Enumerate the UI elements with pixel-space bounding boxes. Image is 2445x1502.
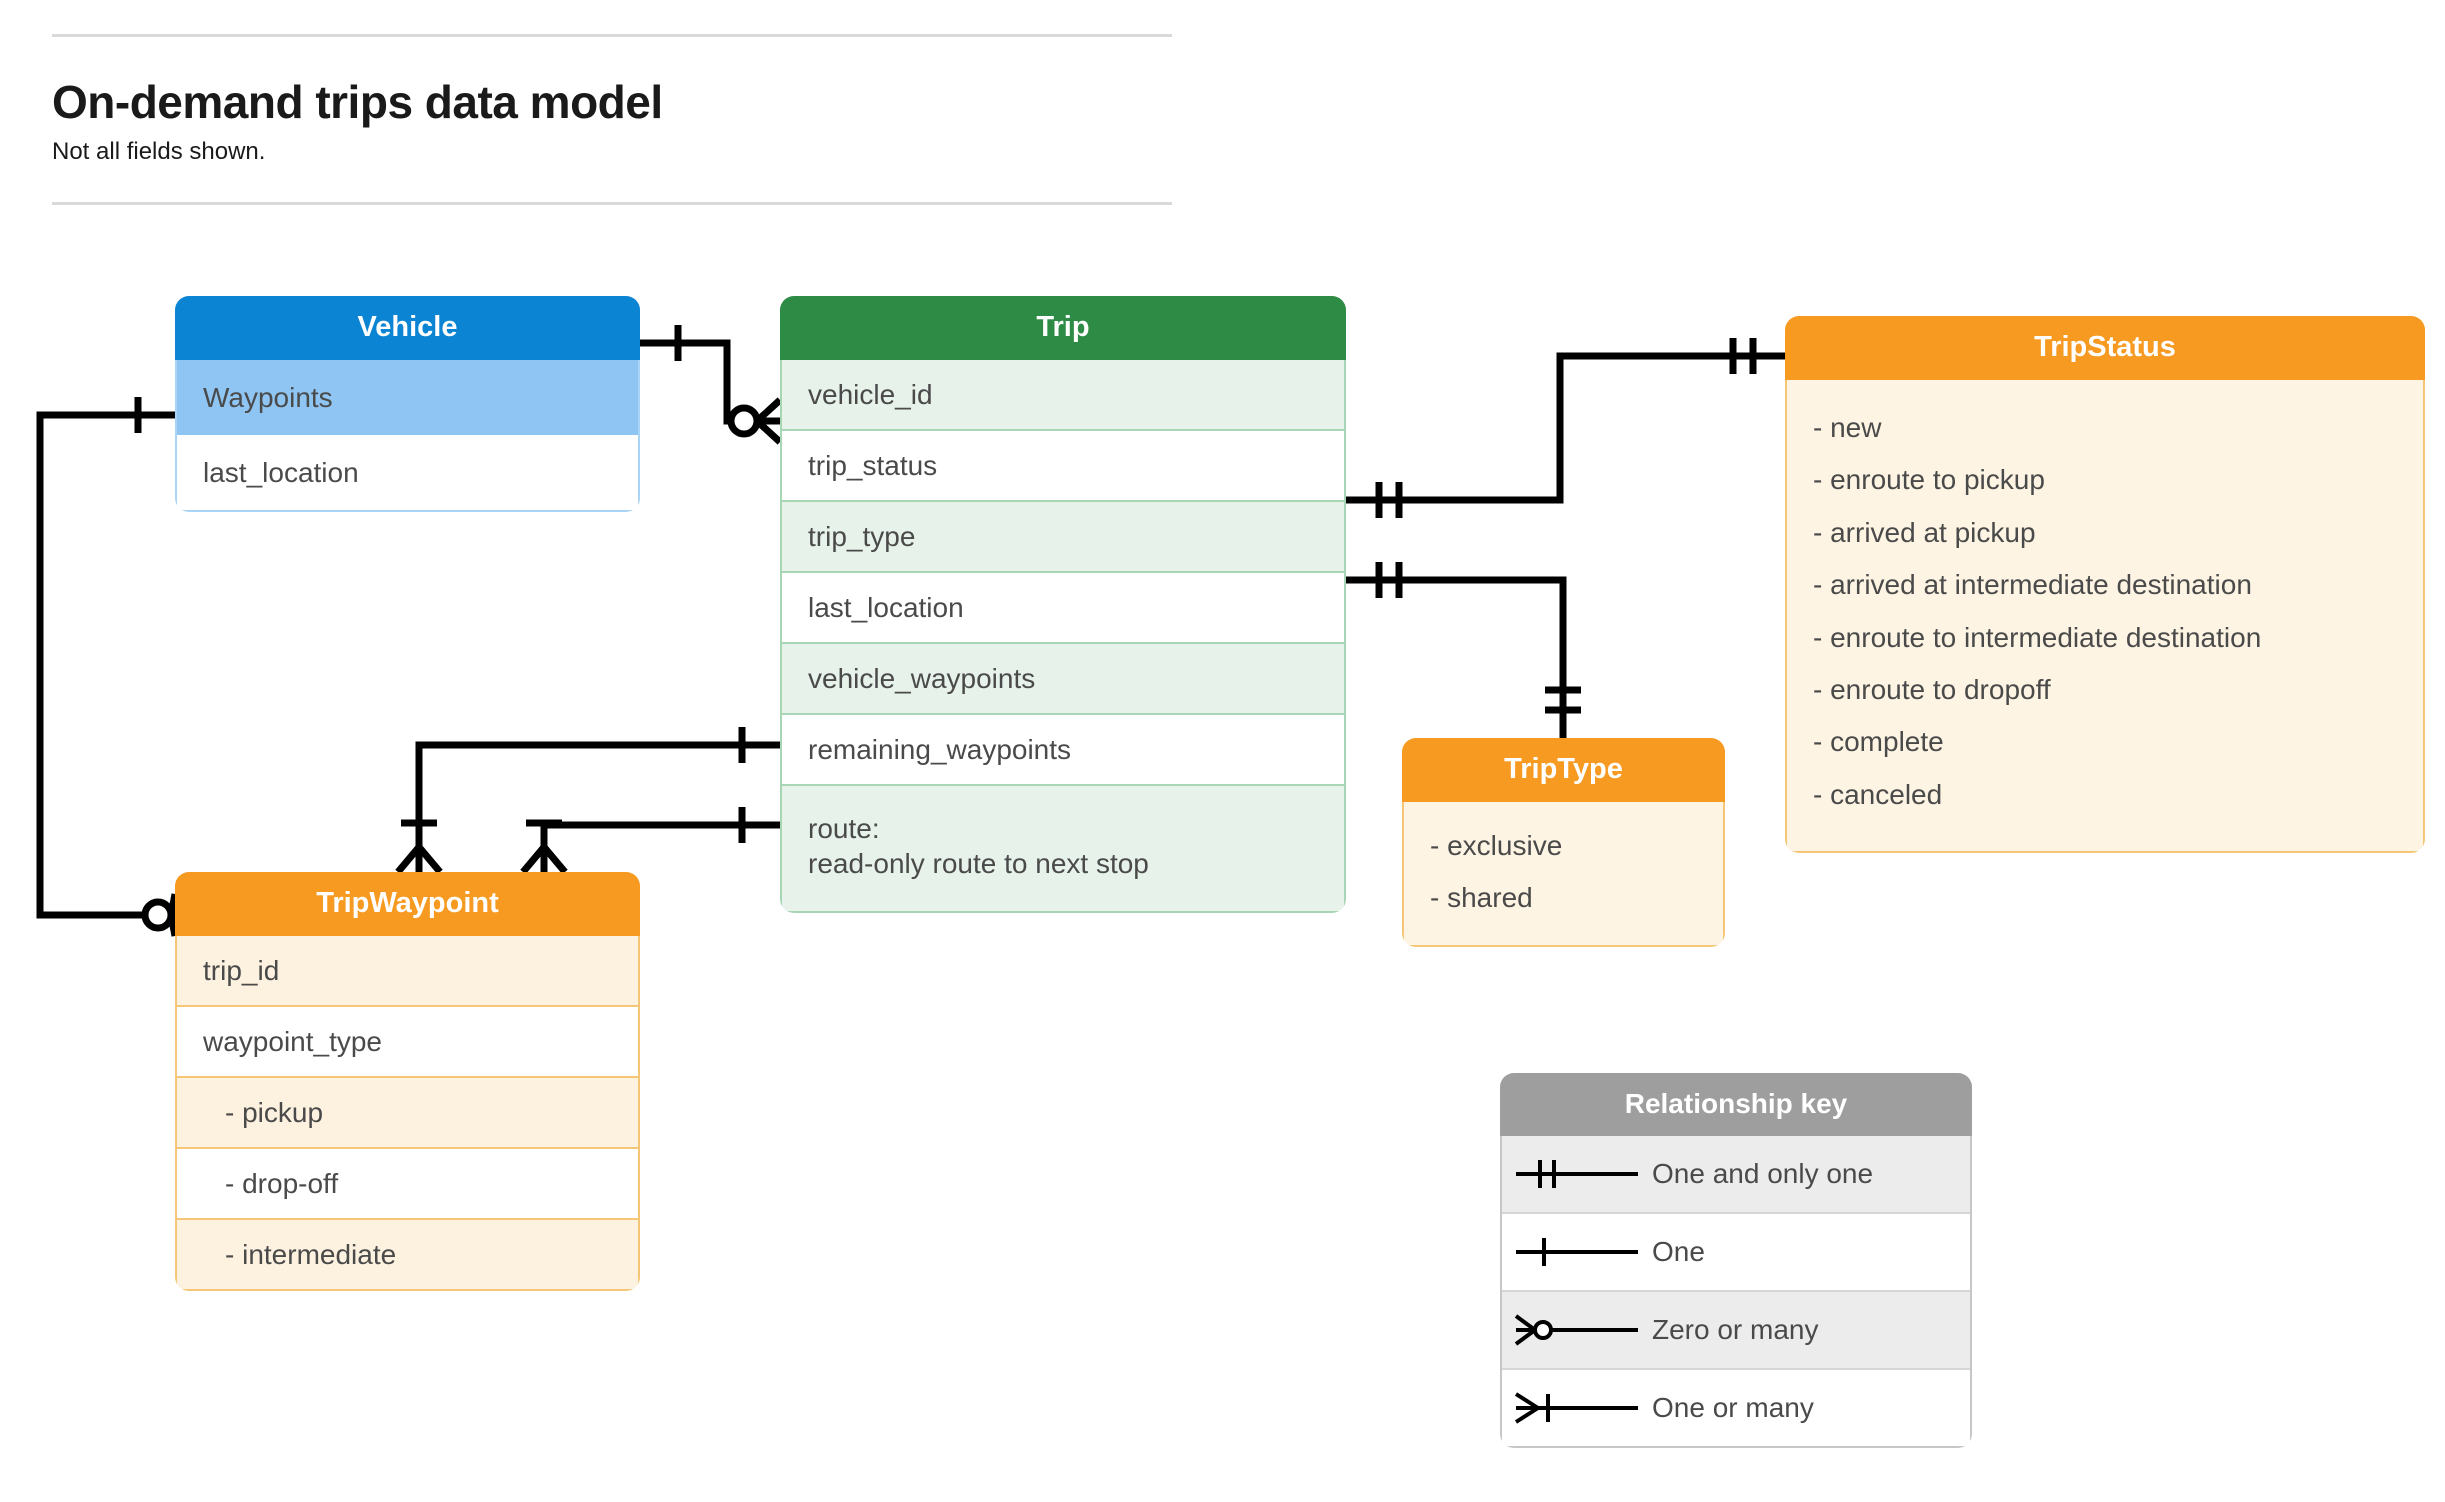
entity-trip-waypoint-body: trip_id waypoint_type - pickup - drop-of… xyxy=(175,936,640,1291)
trip-status-value: - complete xyxy=(1813,726,1944,758)
entity-trip-status[interactable]: TripStatus - new - enroute to pickup - a… xyxy=(1785,316,2425,854)
legend-row-one-or-many: One or many xyxy=(1502,1370,1970,1446)
legend-label: Zero or many xyxy=(1652,1314,1819,1346)
field-vehicle-last-location[interactable]: last_location xyxy=(203,457,359,488)
legend-row-one: One xyxy=(1502,1214,1970,1292)
field-trip-last-location[interactable]: last_location xyxy=(782,573,1344,644)
waypoint-type-value-dropoff: - drop-off xyxy=(177,1149,638,1220)
header-rule-top xyxy=(52,34,1172,37)
page-subtitle: Not all fields shown. xyxy=(52,137,266,165)
legend-label: One or many xyxy=(1652,1392,1814,1424)
connector-trip-status-to-tripstatus xyxy=(1346,338,1785,518)
connector-trip-type-to-triptype xyxy=(1346,562,1581,738)
one-and-only-one-icon xyxy=(1502,1152,1652,1196)
one-or-many-icon xyxy=(1502,1386,1652,1430)
waypoint-type-value-pickup: - pickup xyxy=(177,1078,638,1149)
relationship-key-legend: Relationship key One and only one One xyxy=(1500,1073,1972,1448)
entity-trip-title: Trip xyxy=(780,296,1346,360)
entity-vehicle-title: Vehicle xyxy=(175,296,640,360)
field-trip-remaining-waypoints[interactable]: remaining_waypoints xyxy=(782,715,1344,786)
connector-remaining-waypoints-to-tripwaypoint xyxy=(520,807,780,875)
field-trip-trip-status[interactable]: trip_status xyxy=(782,431,1344,502)
trip-type-value: - exclusive xyxy=(1430,830,1563,861)
field-trip-route-label: route: xyxy=(808,813,880,844)
entity-trip-type[interactable]: TripType - exclusive - shared xyxy=(1402,738,1725,947)
field-trip-route[interactable]: route: read-only route to next stop xyxy=(782,786,1344,911)
legend-label: One xyxy=(1652,1236,1705,1268)
field-trip-vehicle-id[interactable]: vehicle_id xyxy=(782,360,1344,431)
legend-row-one-and-only-one: One and only one xyxy=(1502,1136,1970,1214)
trip-status-value: - enroute to pickup xyxy=(1813,464,2045,496)
entity-trip-body: vehicle_id trip_status trip_type last_lo… xyxy=(780,360,1346,913)
entity-trip-waypoint[interactable]: TripWaypoint trip_id waypoint_type - pic… xyxy=(175,872,640,1291)
relationship-key-body: One and only one One Zero xyxy=(1500,1136,1972,1448)
zero-or-many-icon xyxy=(1502,1308,1652,1352)
field-tripwaypoint-trip-id[interactable]: trip_id xyxy=(177,936,638,1007)
entity-trip-status-title: TripStatus xyxy=(1785,316,2425,380)
field-vehicle-waypoints[interactable]: Waypoints xyxy=(177,360,638,435)
trip-status-value: - arrived at pickup xyxy=(1813,516,2036,548)
field-trip-route-description: read-only route to next stop xyxy=(808,848,1149,879)
trip-status-value: - new xyxy=(1813,412,1882,443)
header-rule-bottom xyxy=(52,202,1172,206)
trip-status-value: - enroute to intermediate destination xyxy=(1813,621,2262,653)
one-icon xyxy=(1502,1230,1652,1274)
relationship-key-title: Relationship key xyxy=(1500,1073,1972,1136)
trip-status-value: - arrived at intermediate destination xyxy=(1813,569,2252,601)
field-tripwaypoint-waypoint-type[interactable]: waypoint_type xyxy=(177,1007,638,1078)
connector-vehicle-waypoints-to-tripwaypoint xyxy=(36,397,179,937)
legend-row-zero-or-many: Zero or many xyxy=(1502,1292,1970,1370)
trip-type-value: - shared xyxy=(1430,882,1533,914)
entity-trip-type-body: - exclusive - shared xyxy=(1402,802,1725,947)
page-header: On-demand trips data model Not all field… xyxy=(52,34,1172,206)
field-trip-vehicle-waypoints[interactable]: vehicle_waypoints xyxy=(782,644,1344,715)
entity-trip-waypoint-title: TripWaypoint xyxy=(175,872,640,936)
connector-vehicle-to-trip xyxy=(640,325,783,445)
page-title: On-demand trips data model xyxy=(52,76,663,128)
entity-vehicle[interactable]: Vehicle Waypoints last_location xyxy=(175,296,640,512)
entity-vehicle-body: Waypoints last_location xyxy=(175,360,640,512)
legend-label: One and only one xyxy=(1652,1158,1874,1190)
connector-vehicle-waypoints-field-to-tripwaypoint xyxy=(395,727,780,875)
waypoint-type-value-intermediate: - intermediate xyxy=(177,1220,638,1289)
entity-trip[interactable]: Trip vehicle_id trip_status trip_type la… xyxy=(780,296,1346,913)
trip-status-value: - enroute to dropoff xyxy=(1813,673,2051,705)
field-trip-trip-type[interactable]: trip_type xyxy=(782,502,1344,573)
trip-status-value: - canceled xyxy=(1813,778,1943,810)
entity-trip-status-body: - new - enroute to pickup - arrived at p… xyxy=(1785,380,2425,854)
entity-trip-type-title: TripType xyxy=(1402,738,1725,802)
